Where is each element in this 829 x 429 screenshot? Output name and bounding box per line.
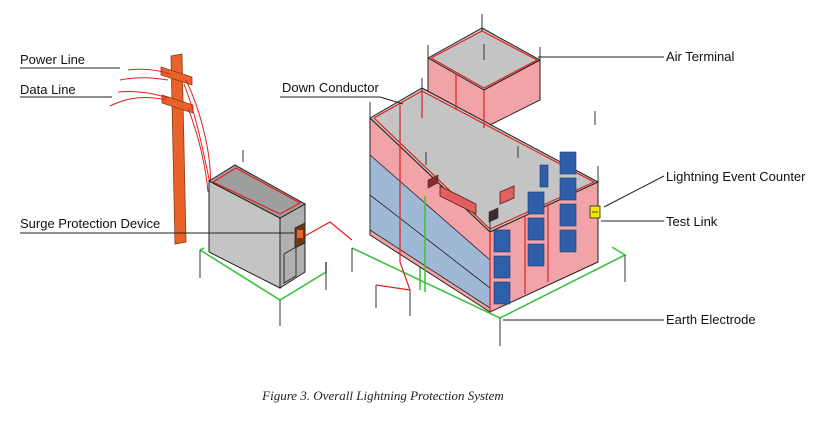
rooftop-equipment <box>427 174 515 223</box>
earth-rods <box>199 248 626 346</box>
label-lightning-event-counter: Lightning Event Counter <box>666 169 806 184</box>
surge-protection-device-box <box>294 222 306 249</box>
spd-bonding-conductor <box>304 221 353 241</box>
label-power-line: Power Line <box>20 52 85 67</box>
label-down-conductor: Down Conductor <box>282 80 379 95</box>
down-conductors <box>375 74 549 312</box>
small-building <box>207 150 307 289</box>
figure-caption: Figure 3. Overall Lightning Protection S… <box>261 388 504 403</box>
service-wires <box>109 68 215 201</box>
lightning-event-counter <box>589 205 601 219</box>
leader-lines <box>20 56 665 321</box>
label-air-terminal: Air Terminal <box>666 49 735 64</box>
label-earth-electrode: Earth Electrode <box>666 312 756 327</box>
windows <box>493 151 577 305</box>
label-surge-protection-device: Surge Protection Device <box>20 216 160 231</box>
utility-pole <box>160 53 194 245</box>
label-test-link: Test Link <box>666 214 718 229</box>
label-data-line: Data Line <box>20 82 76 97</box>
air-terminals <box>369 14 599 232</box>
